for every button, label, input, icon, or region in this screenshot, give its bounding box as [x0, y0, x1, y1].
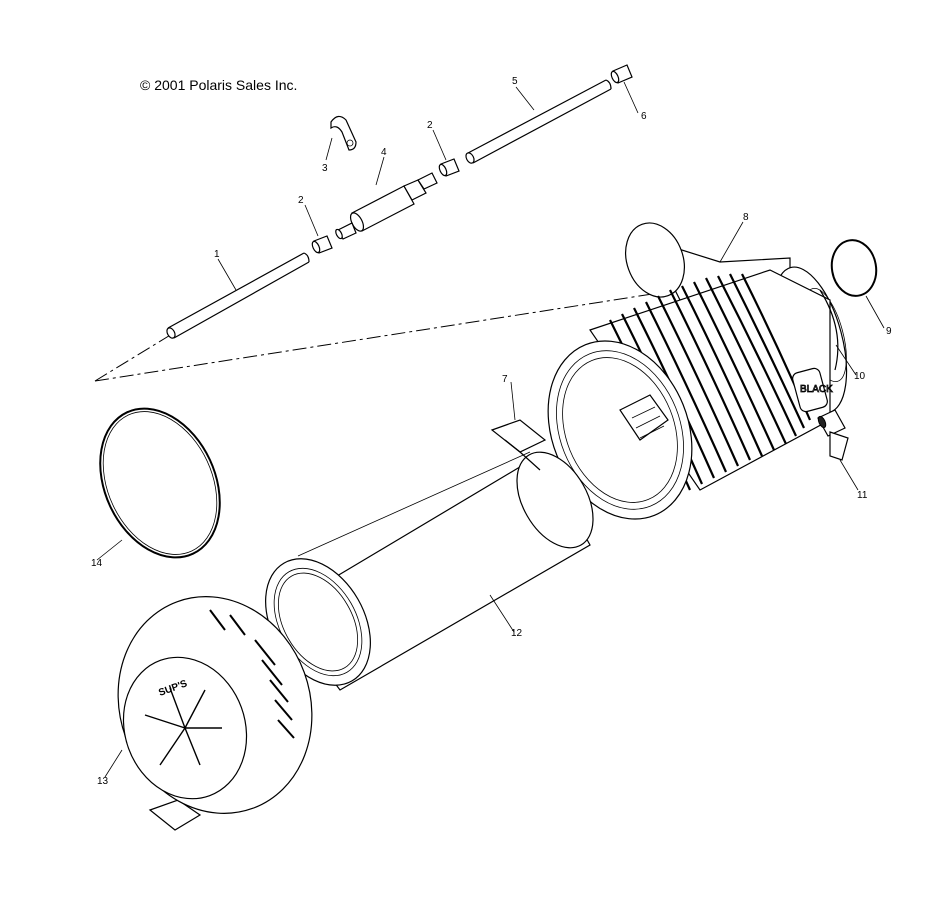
callout-14: 14: [91, 558, 103, 569]
callout-1: 1: [214, 249, 220, 260]
callout-9: 9: [886, 326, 892, 337]
part-6-end-cap: [610, 64, 633, 84]
part-1-long-tube: [166, 252, 310, 339]
callout-3: 3: [322, 163, 328, 174]
callout-6: 6: [641, 111, 647, 122]
part-4-inline-filter: [335, 172, 438, 240]
callout-7: 7: [502, 374, 508, 385]
callout-5: 5: [512, 76, 518, 87]
part-2-coupler-lower: [311, 235, 333, 254]
part-10-clamp-band: [819, 289, 839, 371]
leader-lines: [96, 81, 885, 778]
part-11-elbow-fitting: [817, 409, 849, 461]
callout-2-upper: 2: [427, 120, 433, 131]
part-7-bracket: [490, 419, 547, 471]
callout-labels: 1 2 2 3 4 5 6 7 8 9 10 11 12 13 14: [91, 76, 892, 787]
callout-10: 10: [854, 371, 866, 382]
part-9-seal-ring: [830, 239, 878, 297]
housing-label: BLACK: [800, 384, 833, 395]
part-13-end-cover: SUP'S: [117, 596, 313, 831]
callout-8: 8: [743, 212, 749, 223]
part-3-clip: [330, 115, 357, 151]
part-5-upper-tube: [465, 79, 612, 164]
part-8-air-box-housing: BLACK: [547, 222, 848, 520]
part-14-large-o-ring: [99, 407, 221, 559]
callout-4: 4: [381, 147, 387, 158]
callout-11: 11: [857, 490, 868, 501]
alignment-lines: [94, 291, 666, 382]
callout-13: 13: [97, 776, 109, 787]
callout-2-lower: 2: [298, 195, 304, 206]
callout-12: 12: [511, 628, 523, 639]
part-2-coupler-upper: [438, 158, 460, 177]
copyright-notice: © 2001 Polaris Sales Inc.: [140, 77, 298, 93]
